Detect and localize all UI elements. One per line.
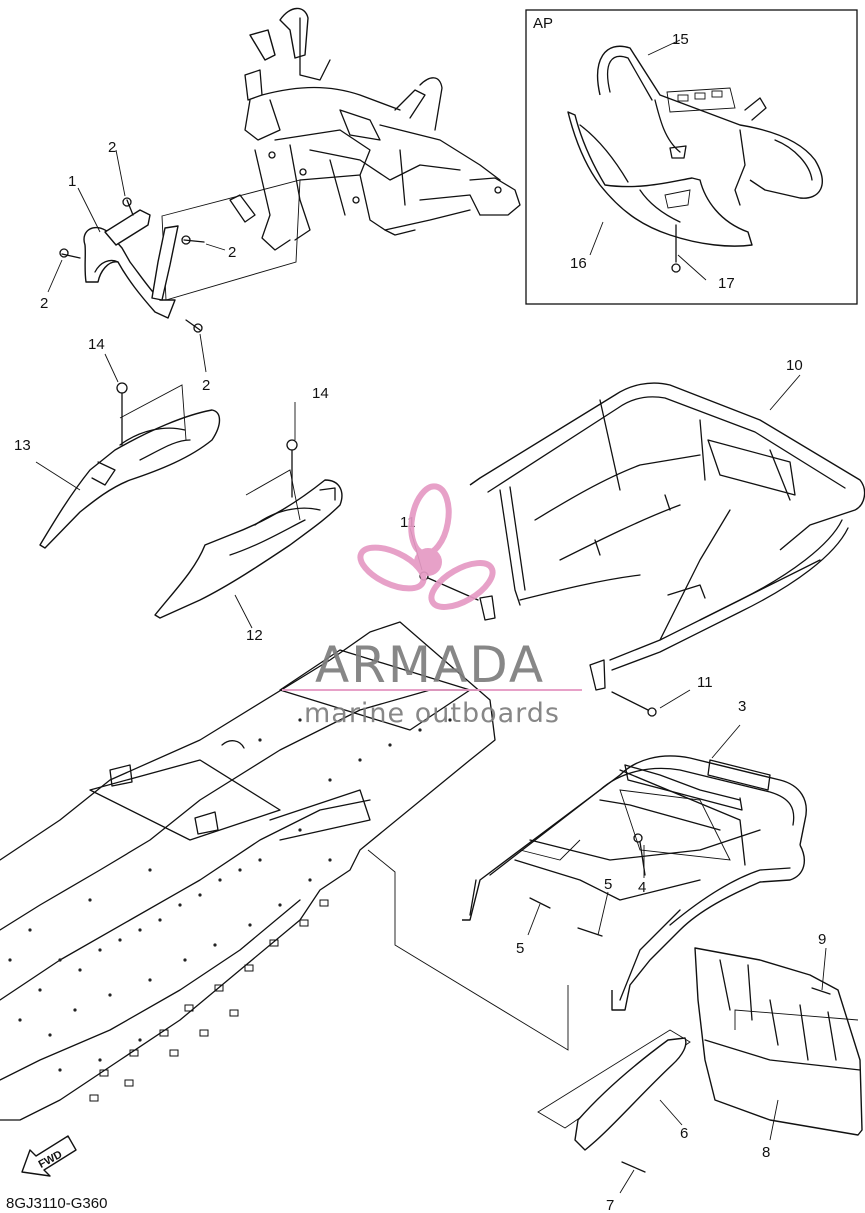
part-15-bumper [596, 45, 823, 206]
callout-14: 14 [88, 336, 105, 353]
callout-13: 13 [14, 437, 31, 454]
callout-1: 1 [68, 173, 76, 190]
callout-9: 9 [818, 931, 826, 948]
callout-14: 14 [312, 385, 329, 402]
callout-4: 4 [638, 879, 646, 896]
fwd-label: FWD [37, 1149, 65, 1171]
callout-6: 6 [680, 1125, 688, 1142]
callout-11: 11 [697, 674, 713, 691]
watermark-tagline: marine outboards [304, 698, 560, 729]
part-3-rear-rack [462, 724, 807, 1011]
inset-ap: AP 15 16 17 [525, 9, 858, 305]
callout-2: 2 [228, 244, 236, 261]
callout-5: 5 [604, 876, 612, 893]
part-8-snow-flap [694, 947, 863, 1141]
part-12-footrest-guard [154, 402, 343, 629]
callout-17: 17 [718, 275, 735, 292]
inset-label: AP [533, 15, 553, 32]
propeller-logo-icon [357, 483, 496, 610]
front-frame [161, 7, 521, 301]
part-10-rear-frame [469, 374, 865, 691]
part-6-side-cover [537, 1029, 691, 1194]
callout-3: 3 [738, 698, 746, 715]
callout-5: 5 [516, 940, 524, 957]
chassis-tunnel [0, 621, 569, 1121]
part-13-footrest-guard [35, 353, 221, 549]
callout-15: 15 [672, 31, 689, 48]
part-16-skid-plate [567, 111, 753, 247]
watermark-brand: ARMADA [315, 636, 545, 694]
fwd-arrow-icon: FWD [21, 1135, 77, 1177]
callout-2: 2 [40, 295, 48, 312]
watermark: ARMADA marine outboards [282, 483, 582, 729]
callout-16: 16 [570, 255, 587, 272]
callout-2: 2 [202, 377, 210, 394]
callout-2: 2 [108, 139, 116, 156]
callout-12: 12 [246, 627, 263, 644]
callout-8: 8 [762, 1144, 770, 1161]
callout-7: 7 [606, 1197, 614, 1213]
callout-10: 10 [786, 357, 803, 374]
diagram-code: 8GJ3110-G360 [6, 1195, 107, 1212]
bolts-2 [47, 149, 226, 373]
part-1-front-bar [83, 209, 179, 319]
